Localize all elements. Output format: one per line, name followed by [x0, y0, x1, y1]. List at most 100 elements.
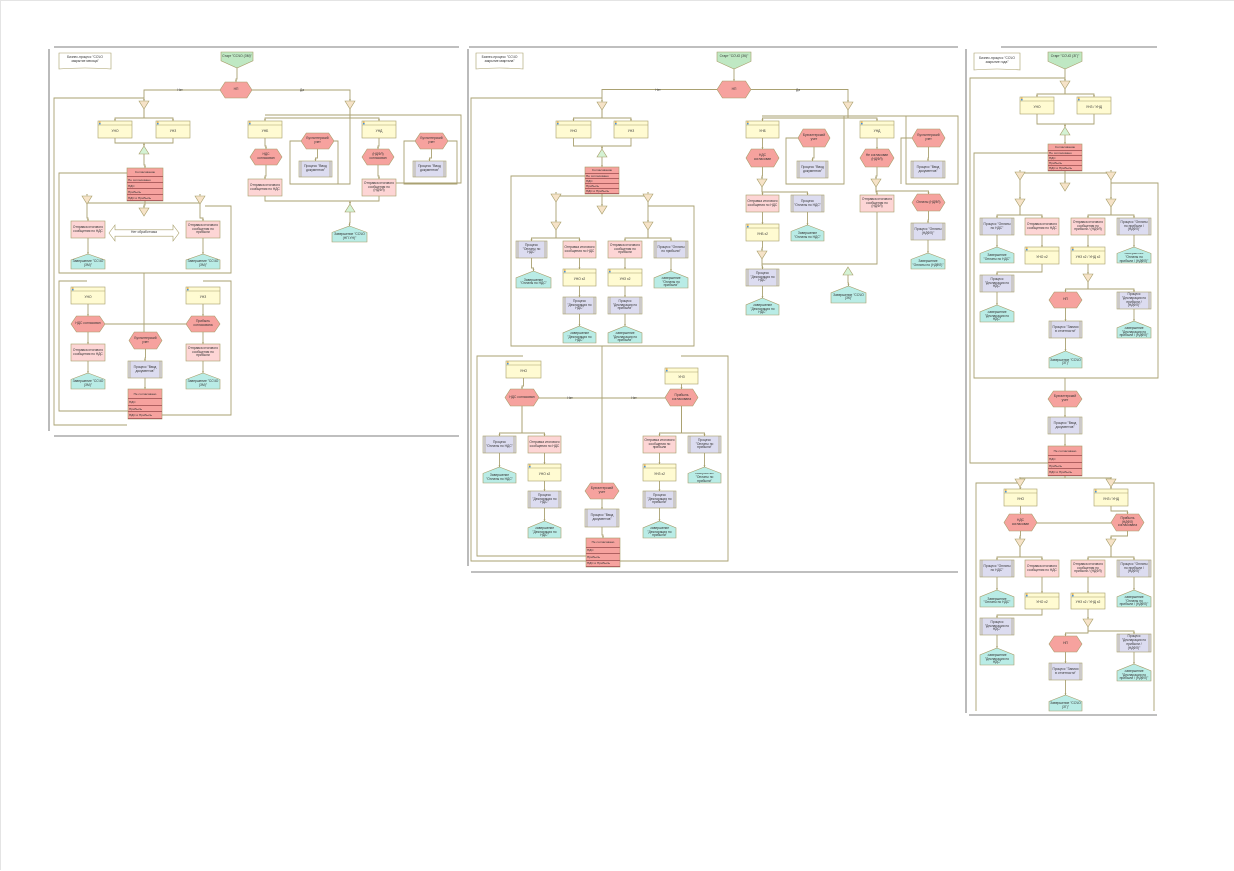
message-task[interactable]: Отправка итогового сообщения по НДС [247, 178, 283, 197]
split-gateway[interactable] [596, 205, 608, 215]
message-task[interactable]: Отправка итогового сообщения по НДС [1024, 559, 1060, 578]
table-row[interactable]: Прибыль [586, 554, 620, 561]
message-task[interactable]: Отправка итогового сообщения по НДС [70, 220, 106, 239]
decision-node[interactable]: Бухгалтерский учет [1047, 390, 1083, 408]
decision-node[interactable]: НП [1048, 635, 1083, 653]
subprocess[interactable]: Процесс "Ввод документов" [910, 160, 946, 179]
split-gateway[interactable] [550, 221, 562, 231]
decision-node[interactable]: НДС согласован [70, 315, 106, 333]
decision-node[interactable]: НП [716, 80, 752, 99]
end-event[interactable]: Завершение "Декларация по прибыли" [607, 325, 643, 344]
split-gateway[interactable] [756, 178, 768, 188]
table-row[interactable]: Не согласовано [1048, 151, 1082, 156]
split-gateway[interactable] [344, 100, 356, 110]
end-event[interactable]: Завершение "Декларация по НДС" [745, 297, 780, 316]
table-row[interactable]: НДС и Прибыль [1048, 166, 1082, 171]
decision-node[interactable]: НДС согласован [504, 388, 540, 407]
role-task[interactable]: УНО [555, 120, 592, 139]
subprocess[interactable]: Процесс "Декларация по НДС" [562, 296, 597, 315]
role-task[interactable]: УНО x2 [527, 463, 562, 482]
decision-node[interactable]: НДС согласован [745, 148, 780, 168]
split-gateway[interactable] [642, 193, 654, 203]
process-note[interactable]: Бизнес-процесс "ССЧО закрытие месяца" [58, 52, 112, 70]
decision-node[interactable]: Бухгалтерский учет [300, 132, 335, 150]
join-gateway[interactable] [842, 266, 854, 276]
table-row[interactable]: НДС [1048, 156, 1082, 161]
subprocess[interactable]: Процесс "Декларация по прибыли / (НДФЛ)" [1116, 633, 1152, 653]
subprocess[interactable]: Процесс "Оплаты по НДС" [515, 240, 548, 259]
role-task[interactable]: УНО [505, 360, 542, 379]
subprocess[interactable]: Процесс "Декларация по НДС" [979, 274, 1015, 293]
role-task[interactable]: УНЗ / УНД [1093, 488, 1129, 507]
decision-node[interactable]: Бухгалтерский учет [128, 331, 163, 350]
role-task[interactable]: УНЗ [185, 286, 221, 305]
split-gateway[interactable] [138, 100, 150, 110]
subprocess[interactable]: Процесс "Оплаты по НДС" [482, 435, 517, 454]
split-gateway[interactable] [194, 195, 206, 205]
end-event[interactable]: Завершение "Декларация по НДС" [979, 647, 1015, 666]
split-gateway[interactable] [1105, 198, 1117, 208]
message-task[interactable]: Отправка итогового сообщения по (НДФЛ) [361, 178, 397, 197]
message-task[interactable]: Отправка итогового сообщения по НДС [527, 435, 562, 454]
end-event[interactable]: Завершение "ССЧО (ЗГ)" [1048, 350, 1083, 369]
end-event[interactable]: Завершение "ССЧО (ЗГ)" [1048, 694, 1083, 712]
split-gateway[interactable] [642, 221, 654, 231]
table-row[interactable]: Прибыль [585, 184, 619, 189]
decision-node[interactable]: Бухгалтерский учет [797, 128, 831, 148]
split-gateway[interactable] [756, 250, 768, 260]
end-event[interactable]: Завершение "Декларация по прибыли" [642, 520, 677, 539]
table-row[interactable]: НДС [586, 548, 620, 555]
role-task[interactable]: УНЗ [613, 120, 649, 139]
message-task[interactable]: Отправка итогового сообщения по прибыли [607, 240, 643, 259]
message-task[interactable]: Отправка итогового сообщения по НДС [562, 240, 597, 259]
join-gateway[interactable] [138, 145, 150, 155]
table-row[interactable]: Не согласовано [127, 177, 163, 183]
subprocess[interactable]: Процесс "Ввод документов" [412, 160, 447, 178]
subprocess[interactable]: Процесс "Декларация по НДС" [745, 268, 780, 287]
end-event[interactable]: Завершение "Оплаты по прибыли" [653, 270, 689, 289]
start-event[interactable]: Старт "ССЧО (ЗГ)" [1047, 51, 1083, 70]
split-gateway[interactable] [1014, 538, 1026, 548]
subprocess[interactable]: Процесс "Оплаты по прибыли" [653, 240, 689, 259]
split-gateway[interactable] [1105, 478, 1117, 488]
table-row[interactable]: Прибыль [1048, 463, 1082, 470]
decision-node[interactable]: Бухгалтерский учет [584, 482, 620, 500]
split-gateway[interactable] [1014, 478, 1026, 488]
decision-node[interactable]: (НДФЛ) согласован [361, 148, 395, 166]
table-row[interactable]: НДС и Прибыль [127, 195, 163, 201]
role-task[interactable]: УНД [859, 120, 895, 139]
table-row[interactable]: НДС [585, 179, 619, 184]
end-event[interactable]: Завершение "Оплаты по прибыли / (НДФЛ)" [1116, 589, 1152, 608]
table-row[interactable]: НДС и Прибыль [585, 189, 619, 194]
join-gateway[interactable] [344, 203, 356, 213]
end-event[interactable]: Завершение "Оплаты по (НДФЛ)" [910, 252, 946, 270]
subprocess[interactable]: Процесс "Записи в отчетности" [1048, 320, 1083, 339]
subprocess[interactable]: Процесс "Декларация по прибыли" [607, 296, 643, 315]
table-row[interactable]: НДС [128, 399, 162, 406]
split-gateway[interactable] [1082, 273, 1094, 283]
split-gateway[interactable] [1105, 538, 1117, 548]
end-event[interactable]: Завершение "Оплаты по прибыли" [687, 466, 722, 484]
message-task[interactable]: Отправка итогового сообщения по НДС [1024, 217, 1060, 236]
end-event[interactable]: Завершение "Декларация по НДС" [527, 520, 562, 539]
decision-node[interactable]: НДС согласован [249, 148, 283, 166]
split-gateway[interactable] [1014, 171, 1026, 181]
table-row[interactable]: Прибыль [128, 406, 162, 413]
process-note[interactable]: Бизнес-процесс "ССЧО закрытие года" [973, 52, 1021, 71]
role-task[interactable]: УНЗ x2 / УНД x2 [1070, 246, 1106, 265]
role-task[interactable]: УНЗ x2 / УНД x2 [1070, 592, 1106, 610]
decision-node[interactable]: Бухгалтерский учет [414, 132, 449, 150]
role-task[interactable]: УНО [1003, 488, 1038, 507]
subprocess[interactable]: Процесс "Оплаты (НДФЛ)" [910, 222, 946, 241]
subprocess[interactable]: Процесс "Ввод документов" [1047, 416, 1083, 435]
end-event[interactable]: Завершение "Оплаты по НДС" [979, 246, 1015, 264]
role-task[interactable]: УНЗ [155, 120, 191, 139]
decision-node[interactable]: НДС согласован [1003, 513, 1038, 532]
end-event[interactable]: Завершение "ССЧО (НП УН)" [331, 225, 368, 243]
end-event[interactable]: Завершение "Оплаты по НДС" [482, 466, 517, 484]
end-event[interactable]: Завершение "Оплаты по НДС" [979, 589, 1015, 608]
end-event[interactable]: Завершение "Оплаты по прибыли / (НДФЛ)" [1116, 246, 1152, 264]
end-event[interactable]: Завершение "ССЧО (ЗК)" [830, 285, 867, 304]
start-event[interactable]: Старт "ССЧО (ЗМ)" [220, 51, 254, 69]
